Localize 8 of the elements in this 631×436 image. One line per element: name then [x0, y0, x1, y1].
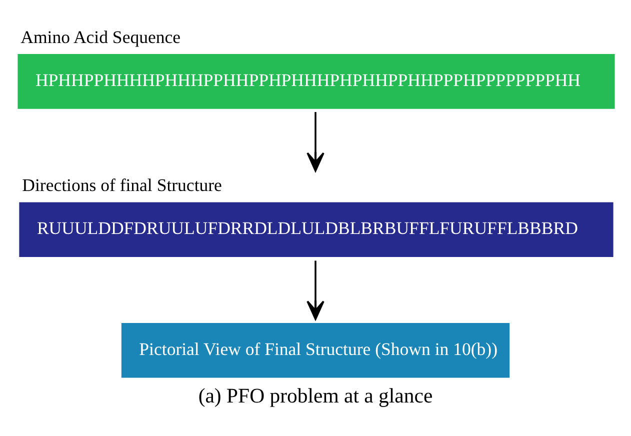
node-label: Directions of final Structure: [22, 174, 222, 195]
arrow: [306, 260, 324, 320]
node-box: Pictorial View of Final Structure (Shown in 10(b)): [121, 322, 510, 378]
node-box: RUUULDDFDRUULUFDRRDLDLULDBLBRBUFFLFURUFFLBBBRD: [19, 202, 614, 257]
node-label: Amino Acid Sequence: [20, 26, 181, 47]
node-box: HPHHPPHHHHPHHHPPHHPPHPHHHPHPHHPPHHPPPHPPPPPPPPHH: [18, 54, 615, 108]
arrow: [306, 112, 324, 172]
caption: (a) PFO problem at a glance: [198, 385, 433, 408]
